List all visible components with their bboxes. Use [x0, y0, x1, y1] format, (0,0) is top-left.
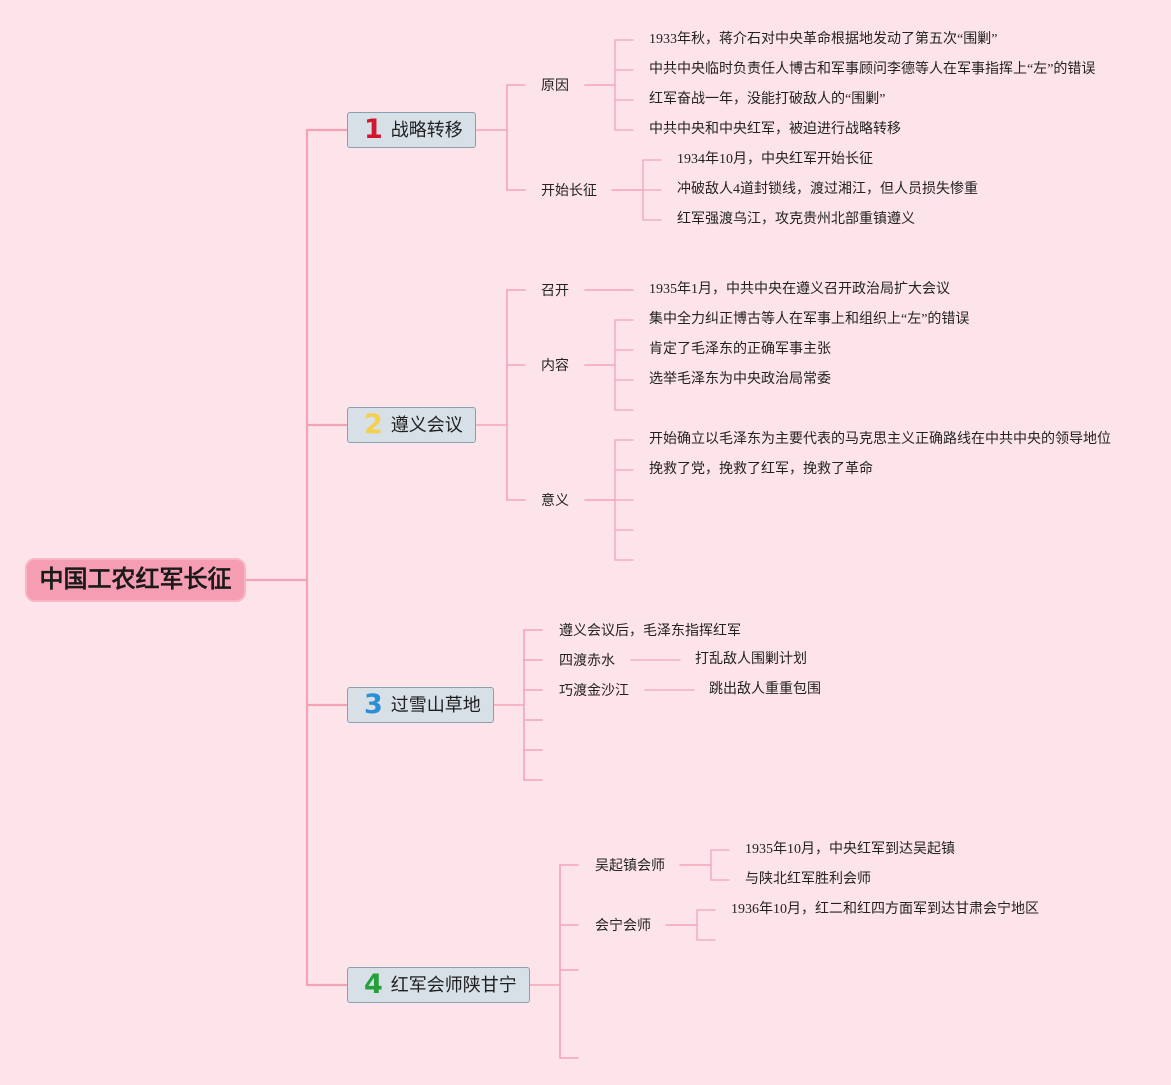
leaf-topic: 打乱敌人围剿计划	[695, 652, 807, 667]
main-topic-zunyi-conference: 2 遵义会议	[347, 407, 476, 443]
leaf-topic: 中共中央临时负责任人博古和军事顾问李德等人在军事指挥上“左”的错误	[649, 62, 1096, 77]
main-topic-label: 遵义会议	[390, 415, 463, 435]
subtopic-start-long-march: 开始长征	[541, 182, 597, 198]
subtopic-after-zunyi: 遵义会议后，毛泽东指挥红军	[559, 622, 741, 638]
root-topic: 中国工农红军长征	[25, 558, 246, 602]
leaf-topic: 中共中央和中央红军，被迫进行战略转移	[649, 122, 901, 137]
leaf-topic: 集中全力纠正博古等人在军事上和组织上“左”的错误	[649, 312, 970, 327]
main-topic-label: 过雪山草地	[390, 695, 481, 715]
leaf-topic: 跳出敌人重重包围	[709, 682, 821, 697]
branch-2-connectors	[475, 289, 634, 561]
subtopic-jinsha-river-crossing: 巧渡金沙江	[559, 682, 629, 698]
subtopic-four-crossings-chishui: 四渡赤水	[559, 652, 615, 668]
topic-number-badge: 4	[364, 969, 383, 1000]
subtopic-significance: 意义	[541, 492, 569, 508]
main-topic-label: 战略转移	[390, 120, 463, 140]
leaf-topic: 红军强渡乌江，攻克贵州北部重镇遵义	[677, 212, 915, 227]
leaf-topic: 选举毛泽东为中央政治局常委	[649, 372, 831, 387]
subtopic-huining-union: 会宁会师	[595, 917, 651, 933]
main-topic-strategic-transfer: 1 战略转移	[347, 112, 476, 148]
branch-4-connectors	[529, 849, 730, 1059]
topic-number-badge: 1	[364, 114, 383, 145]
subtopic-cause: 原因	[541, 77, 569, 93]
leaf-topic: 1935年10月，中央红军到达吴起镇	[745, 842, 955, 857]
leaf-topic: 肯定了毛泽东的正确军事主张	[649, 342, 831, 357]
main-topic-label: 红军会师陕甘宁	[390, 975, 517, 995]
topic-number-badge: 2	[364, 409, 383, 440]
subtopic-convening: 召开	[541, 282, 569, 298]
leaf-topic: 挽救了党，挽救了红军，挽救了革命	[649, 462, 873, 477]
leaf-topic: 1936年10月，红二和红四方面军到达甘肃会宁地区	[731, 902, 1039, 917]
leaf-topic: 1935年1月，中共中央在遵义召开政治局扩大会议	[649, 282, 950, 297]
subtopic-wuqi-union: 吴起镇会师	[595, 857, 665, 873]
leaf-topic: 1933年秋，蒋介石对中央革命根据地发动了第五次“围剿”	[649, 32, 998, 47]
topic-number-badge: 3	[364, 689, 383, 720]
subtopic-content: 内容	[541, 357, 569, 373]
leaf-topic: 红军奋战一年，没能打破敌人的“围剿”	[649, 92, 886, 107]
leaf-topic: 1934年10月，中央红军开始长征	[677, 152, 873, 167]
branch-1-connectors	[475, 39, 662, 221]
leaf-topic: 与陕北红军胜利会师	[745, 872, 871, 887]
branch-3-connectors	[493, 629, 695, 781]
leaf-topic: 开始确立以毛泽东为主要代表的马克思主义正确路线在中共中央的领导地位	[649, 432, 1111, 447]
main-topic-shaanxi-gansu-ningxia-union: 4 红军会师陕甘宁	[347, 967, 530, 1003]
trunk-connectors	[244, 128, 349, 987]
main-topic-snow-mountains-grasslands: 3 过雪山草地	[347, 687, 494, 723]
leaf-topic: 冲破敌人4道封锁线，渡过湘江，但人员损失惨重	[677, 182, 978, 197]
